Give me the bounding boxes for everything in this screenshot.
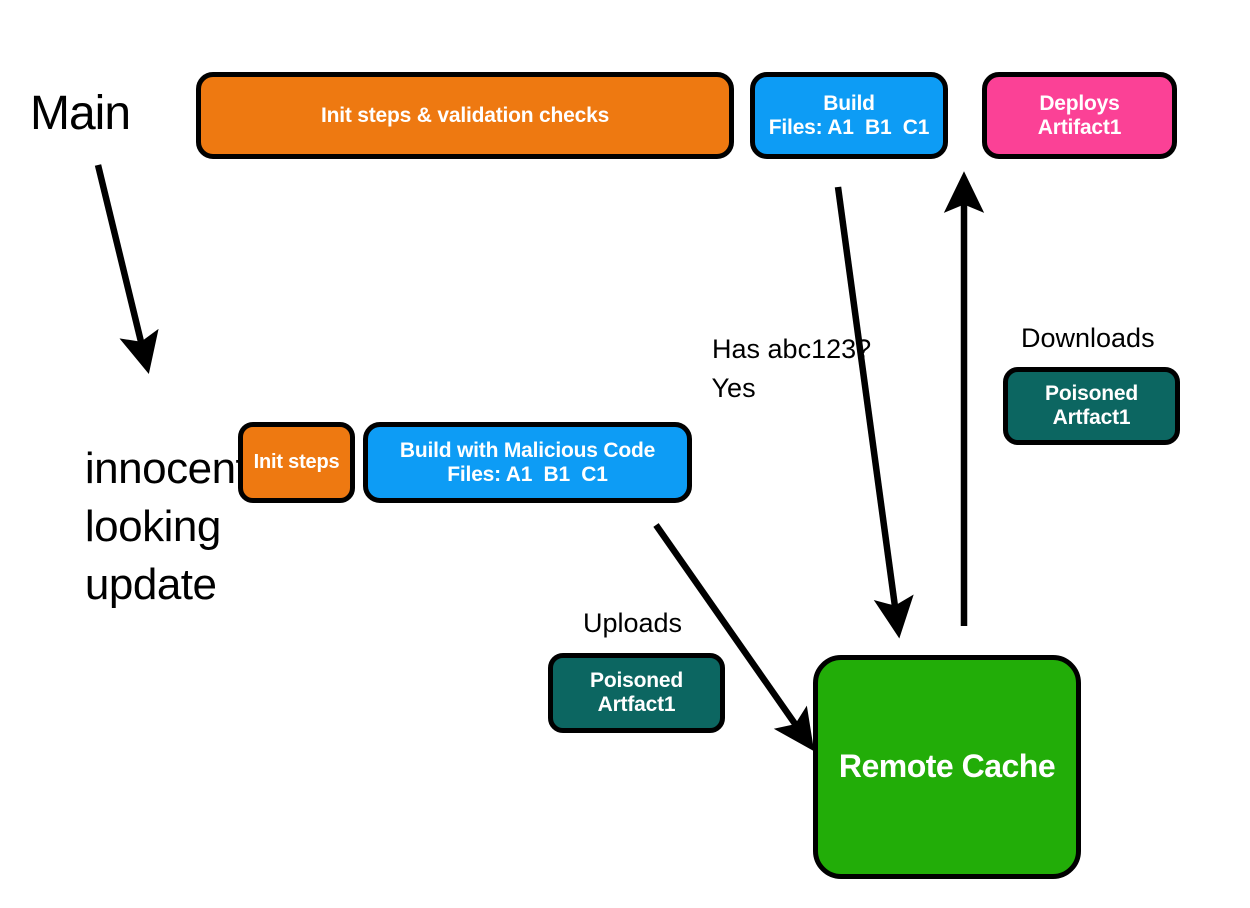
node-poisoned-artifact-uploaded-line-1: Poisoned xyxy=(590,669,683,693)
node-feature-init-steps-line-1: Init steps xyxy=(253,451,340,474)
node-feature-malicious-build-line-2: Files: A1 B1 C1 xyxy=(447,462,608,486)
annotation-cache-lookup-answer: Yes xyxy=(711,373,756,404)
node-feature-malicious-build[interactable]: Build with Malicious Code Files: A1 B1 C… xyxy=(363,422,692,503)
branch-label-main: Main xyxy=(30,87,131,140)
branch-label-feature: innocent looking update xyxy=(38,382,248,672)
node-main-build-line-2: Files: A1 B1 C1 xyxy=(768,115,930,139)
node-remote-cache[interactable]: Remote Cache xyxy=(813,655,1081,879)
node-poisoned-artifact-downloaded-line-1: Poisoned xyxy=(1045,382,1138,406)
node-main-build[interactable]: Build Files: A1 B1 C1 xyxy=(750,72,948,159)
annotation-downloads: Downloads xyxy=(1021,323,1155,353)
node-main-deploys-artifact-line-1: Deploys xyxy=(1039,91,1120,115)
branch-label-feature-line-2: looking xyxy=(84,502,221,552)
annotation-cache-lookup: Has abc123? Yes xyxy=(682,291,872,448)
node-feature-malicious-build-line-1: Build with Malicious Code xyxy=(399,438,656,462)
branch-label-feature-line-1: innocent xyxy=(84,444,248,494)
node-remote-cache-label: Remote Cache xyxy=(838,748,1056,785)
arrow-main-to-feature-branch xyxy=(94,164,159,375)
annotation-cache-lookup-question: Has abc123? xyxy=(712,334,872,365)
branch-label-feature-line-3: update xyxy=(84,560,217,610)
node-feature-init-steps[interactable]: Init steps xyxy=(238,422,355,503)
node-main-deploys-artifact[interactable]: Deploys Artifact1 xyxy=(982,72,1177,159)
node-main-deploys-artifact-line-2: Artifact1 xyxy=(1037,115,1122,139)
node-poisoned-artifact-uploaded[interactable]: Poisoned Artfact1 xyxy=(548,653,725,733)
node-main-init-steps-validation-line-1: Init steps & validation checks xyxy=(320,103,610,127)
node-main-init-steps-validation[interactable]: Init steps & validation checks xyxy=(196,72,734,159)
node-poisoned-artifact-downloaded[interactable]: Poisoned Artfact1 xyxy=(1003,367,1180,445)
node-poisoned-artifact-downloaded-line-2: Artfact1 xyxy=(1052,406,1131,429)
node-main-build-line-1: Build xyxy=(823,91,875,115)
node-poisoned-artifact-uploaded-line-2: Artfact1 xyxy=(597,693,676,716)
annotation-uploads: Uploads xyxy=(583,608,683,638)
